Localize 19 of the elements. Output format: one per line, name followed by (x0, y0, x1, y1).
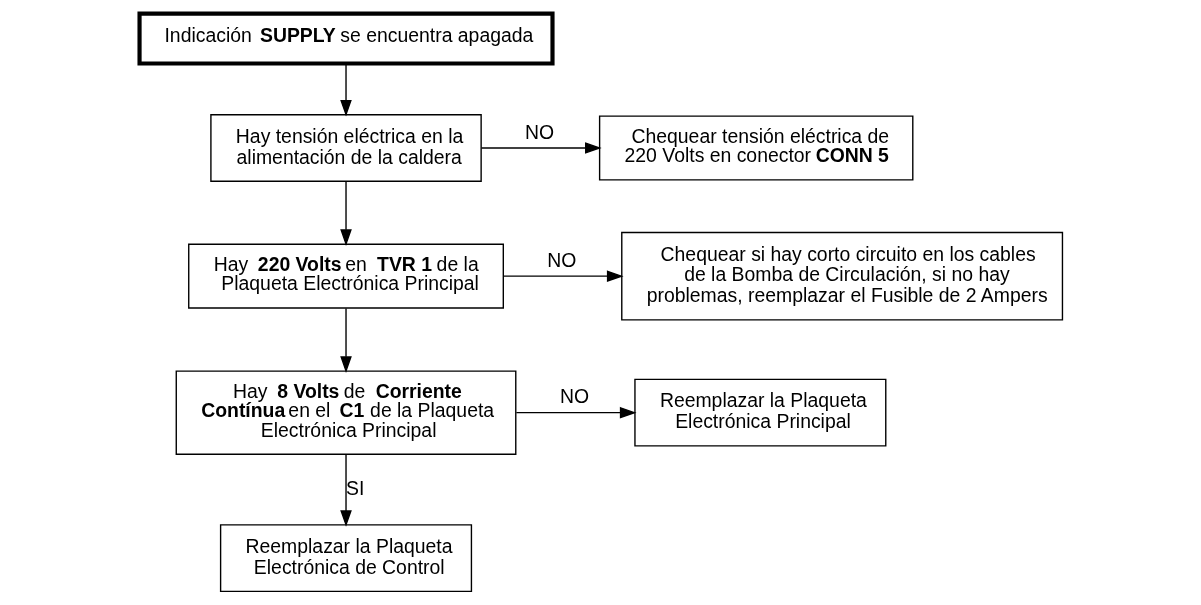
arrow (339, 307, 352, 373)
node-box: Reemplazar la Plaqueta Electrónica de Control (219, 524, 472, 593)
edge-label: NO (546, 248, 576, 271)
node-box: Chequear tensión eléctrica de 220 Volts en conector CONN 5 (598, 115, 913, 181)
arrow (339, 62, 352, 117)
node-box: Reemplazar la Plaqueta Electrónica Principal (633, 378, 886, 447)
arrow (480, 142, 602, 154)
node-box: Hay 220 Volts en TVR 1 de la Plaqueta Electrónica Principal (187, 243, 504, 309)
edge-label: NO (559, 385, 589, 408)
node-box: Indicación SUPPLY se encuentra apagada (136, 11, 555, 66)
edge-label: SI (345, 476, 364, 499)
node-box: Hay tensión eléctrica en la alimentación de la caldera (209, 114, 482, 182)
arrow (515, 406, 636, 419)
node-box: Hay 8 Volts de Corriente Contínua en el C1 de la Plaqueta Electrónica Principal (175, 370, 516, 455)
edge-label: NO (524, 120, 554, 143)
arrow (339, 453, 352, 527)
node-box: Chequear si hay corto circuito en los cables de la Bomba de Circulación, si no hay problemas, reemplazar el Fusible de 2 Ampers (620, 231, 1063, 321)
arrow (339, 181, 352, 246)
arrow (502, 270, 624, 282)
